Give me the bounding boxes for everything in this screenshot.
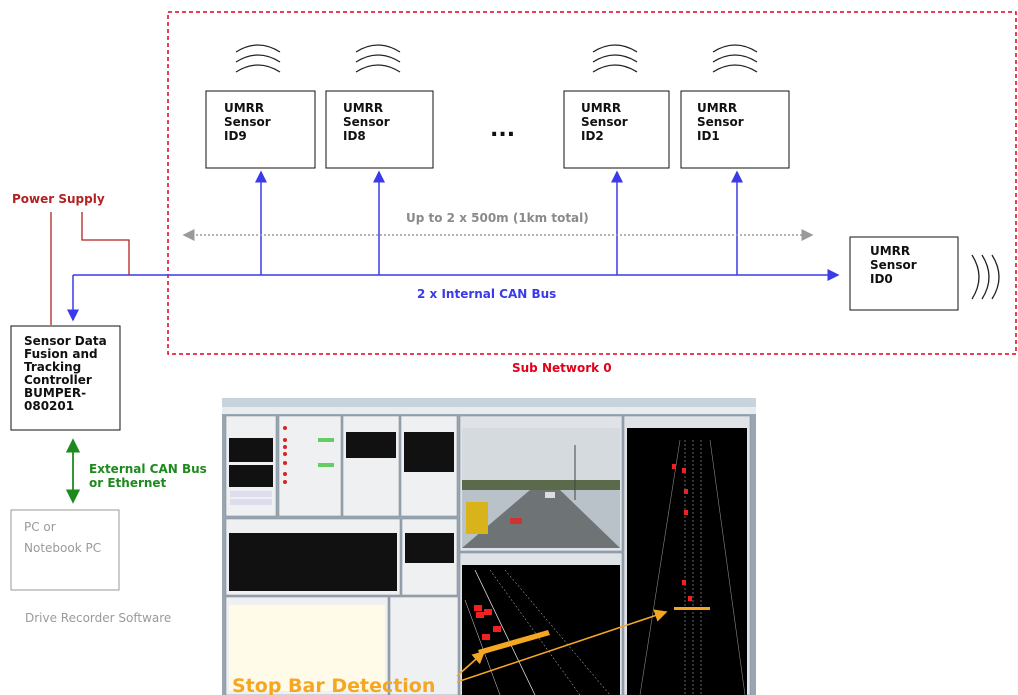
radar-wave-icon <box>971 254 1000 300</box>
sensor-id: ID2 <box>581 129 604 143</box>
external-bus-label: External CAN Bus <box>89 462 207 476</box>
software-label: Drive Recorder Software <box>25 611 171 625</box>
controller-box: Sensor Data Fusion and Tracking Controll… <box>10 325 121 431</box>
sensor-label: Sensor <box>870 258 917 272</box>
power-wire <box>81 212 130 275</box>
controller-label: 080201 <box>24 399 74 413</box>
stop-bar-pointer <box>456 650 486 677</box>
sensor-label: Sensor <box>224 115 271 129</box>
sensor-box-id9: UMRR Sensor ID9 <box>205 90 316 169</box>
sensor-box-id8: UMRR Sensor ID8 <box>325 90 434 169</box>
sensor-label: UMRR <box>343 101 383 115</box>
ellipsis: ... <box>490 117 515 142</box>
range-label: Up to 2 x 500m (1km total) <box>406 211 589 225</box>
pc-label: Notebook PC <box>24 541 101 555</box>
stop-bar-pointer <box>456 609 668 683</box>
subnetwork-label: Sub Network 0 <box>512 361 612 375</box>
sensor-box-id0: UMRR Sensor ID0 <box>849 236 959 311</box>
subnetwork-boundary <box>167 11 1017 355</box>
sensor-id: ID9 <box>224 129 247 143</box>
sensor-id: ID0 <box>870 272 893 286</box>
sensor-label: Sensor <box>581 115 628 129</box>
pc-label: PC or <box>24 520 56 534</box>
controller-label: Tracking <box>24 360 81 374</box>
controller-label: BUMPER- <box>24 386 86 400</box>
controller-label: Fusion and <box>24 347 98 361</box>
sensor-label: UMRR <box>581 101 621 115</box>
bus-label: 2 x Internal CAN Bus <box>417 287 556 301</box>
sensor-label: Sensor <box>343 115 390 129</box>
radar-wave-icon <box>712 44 758 73</box>
controller-label: Sensor Data <box>24 334 107 348</box>
software-screenshot: Stop Bar Detection <box>222 398 756 695</box>
radar-wave-icon <box>592 44 638 73</box>
sensor-label: UMRR <box>224 101 264 115</box>
sensor-box-id2: UMRR Sensor ID2 <box>563 90 670 169</box>
sensor-label: Sensor <box>697 115 744 129</box>
sensor-id: ID8 <box>343 129 366 143</box>
sensor-label: UMRR <box>870 244 910 258</box>
stop-bar-caption: Stop Bar Detection <box>232 675 435 695</box>
external-bus-label: or Ethernet <box>89 476 167 490</box>
power-supply-label: Power Supply <box>12 192 105 206</box>
radar-wave-icon <box>355 44 401 73</box>
pc-box: PC or Notebook PC <box>10 509 120 591</box>
sensor-label: UMRR <box>697 101 737 115</box>
sensor-id: ID1 <box>697 129 720 143</box>
radar-wave-icon <box>235 44 281 73</box>
controller-label: Controller <box>24 373 92 387</box>
sensor-box-id1: UMRR Sensor ID1 <box>680 90 790 169</box>
